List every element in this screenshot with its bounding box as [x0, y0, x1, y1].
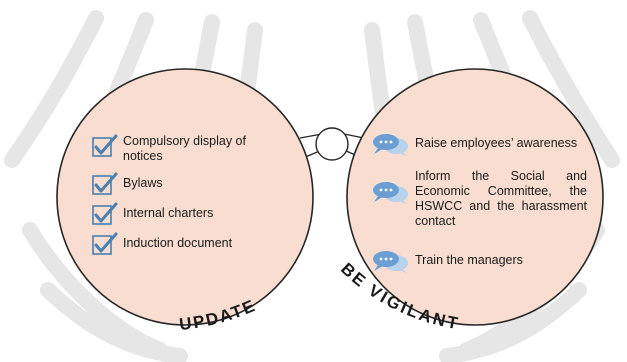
- chat-bubbles-icon: [373, 134, 408, 156]
- left-item-text: Bylaws: [123, 176, 163, 190]
- left-item-text: Induction document: [123, 236, 233, 250]
- right-circle: [346, 68, 604, 326]
- checkbox-icon: [92, 202, 118, 225]
- chat-bubbles-icon: [373, 182, 408, 204]
- left-item-text: Compulsory display of notices: [123, 134, 246, 163]
- circle-connector: [299, 127, 365, 161]
- right-item-text: Train the managers: [415, 253, 523, 267]
- checkbox-icon: [92, 172, 118, 195]
- left-circle: [56, 68, 314, 326]
- right-item-text: Inform the Social and Economic Committee…: [415, 169, 587, 228]
- checkbox-icon: [92, 232, 118, 255]
- left-item-text: Internal charters: [123, 206, 214, 220]
- chat-bubbles-icon: [373, 251, 408, 273]
- right-item-text: Raise employees’ awareness: [415, 136, 578, 150]
- checkbox-icon: [92, 134, 118, 157]
